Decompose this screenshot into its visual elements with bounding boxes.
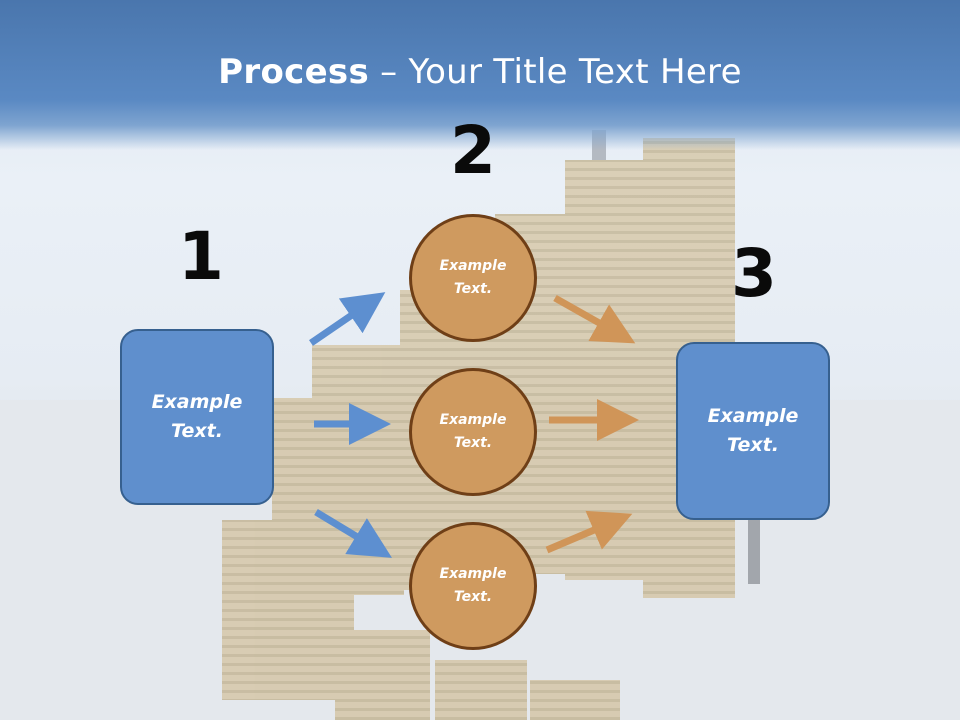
title-band: [0, 0, 960, 150]
arrow-icon: [545, 510, 633, 554]
slide-title-rest: – Your Title Text Here: [369, 52, 742, 92]
step-1-box-text: Example Text.: [151, 391, 243, 442]
step-3-number: 3: [731, 235, 777, 312]
step-2-circle-middle-text: Example Text.: [439, 412, 507, 451]
arrow-icon: [309, 292, 386, 346]
step-1-number: 1: [178, 218, 224, 295]
step-2-circle-top[interactable]: Example Text.: [409, 214, 537, 342]
step-1-box[interactable]: Example Text.: [120, 329, 274, 505]
arrow-icon: [553, 294, 636, 344]
slide-title-bold: Process: [218, 52, 370, 92]
step-3-box[interactable]: Example Text.: [676, 342, 830, 520]
step-2-circle-top-text: Example Text.: [439, 258, 507, 297]
step-2-circle-bottom[interactable]: Example Text.: [409, 522, 537, 650]
step-2-circle-bottom-text: Example Text.: [439, 566, 507, 605]
arrow-icon: [314, 509, 392, 558]
step-2-circle-middle[interactable]: Example Text.: [409, 368, 537, 496]
step-3-box-text: Example Text.: [707, 405, 799, 456]
slide-title: Process – Your Title Text Here: [0, 52, 960, 92]
step-2-number: 2: [450, 112, 496, 189]
